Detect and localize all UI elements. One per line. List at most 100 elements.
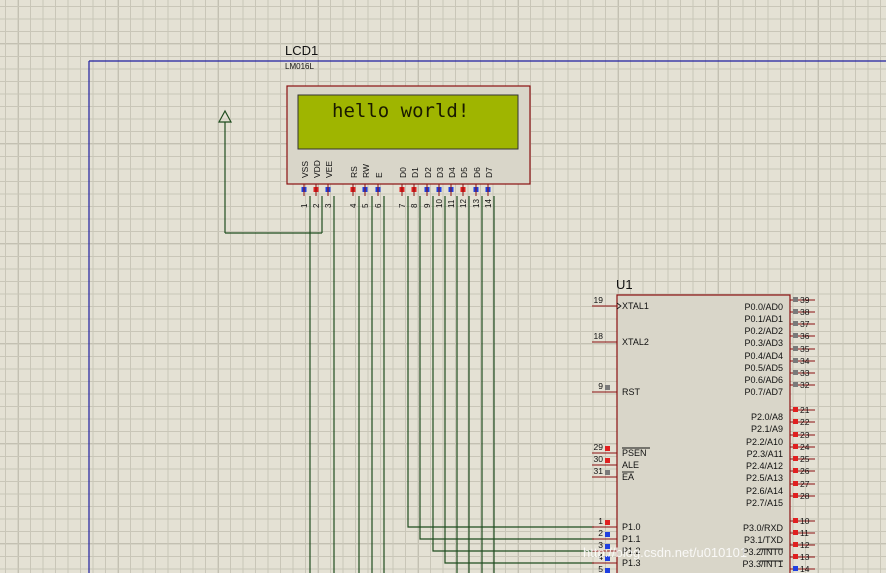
mcu-pin-number: 18 [594,331,604,341]
lcd-pin-label: RS [349,166,359,178]
mcu-pin-marker[interactable] [793,370,798,375]
mcu-pin-number: 23 [800,430,810,440]
mcu-pin-label: P3.0/RXD [743,523,784,533]
mcu-pin-label: P0.2/AD2 [744,326,783,336]
mcu-pin-number: 14 [800,564,810,573]
lcd-component[interactable]: LCD1 LM016L hello world! VSS1VDD2VEE3RS4… [285,43,531,208]
mcu-pin-label: P3.1/TXD [744,535,784,545]
mcu-pin-marker[interactable] [793,358,798,363]
mcu-pin-marker[interactable] [605,458,610,463]
wire [407,196,594,528]
lcd-pin-number: 6 [374,203,383,208]
mcu-pin-label: P0.1/AD1 [744,314,783,324]
lcd-pin-label: E [374,172,384,178]
mcu-left-pins: 19XTAL118XTAL29RST29PSEN30ALE31EA1P1.02P… [592,295,650,573]
mcu-pin-marker[interactable] [605,470,610,475]
mcu-pin-marker[interactable] [793,456,798,461]
mcu-pin-label: P0.5/AD5 [744,363,783,373]
mcu-pin-marker[interactable] [793,518,798,523]
mcu-pin-number: 31 [594,466,604,476]
mcu-pin-number: 35 [800,344,810,354]
mcu-pin-label: P2.1/A9 [751,424,783,434]
mcu-pin-marker[interactable] [793,468,798,473]
mcu-pin-number: 25 [800,454,810,464]
mcu-pin-number: 10 [800,516,810,526]
lcd-pin-label: D5 [459,167,469,178]
mcu-pin-label: P3.2/INT0 [742,547,783,557]
mcu-pin-number: 12 [800,540,810,550]
mcu-pin-label: P0.7/AD7 [744,387,783,397]
mcu-pin-number: 21 [800,405,810,415]
mcu-pin-number: 9 [598,381,603,391]
mcu-pin-marker[interactable] [605,532,610,537]
mcu-pin-marker[interactable] [793,444,798,449]
lcd-pin-number: 14 [484,199,493,208]
mcu-pin-number: 2 [598,528,603,538]
mcu-pin-marker[interactable] [793,407,798,412]
mcu-pin-number: 22 [800,417,810,427]
mcu-pin-marker[interactable] [793,321,798,326]
mcu-pin-number: 29 [594,442,604,452]
mcu-pin-marker[interactable] [793,542,798,547]
mcu-pin-label: P1.3 [622,558,641,568]
mcu-pin-label: RST [622,387,641,397]
mcu-pin-number: 11 [800,528,809,538]
mcu-pin-marker[interactable] [793,554,798,559]
lcd-pin-label: D4 [447,167,457,178]
mcu-pin-marker[interactable] [793,432,798,437]
mcu-pin-label: P1.0 [622,522,641,532]
mcu-pin-label: XTAL2 [622,337,649,347]
mcu-pin-label: XTAL1 [622,301,649,311]
watermark-text: http://blog.csdn.net/u010101 [583,545,747,560]
mcu-pin-marker[interactable] [793,382,798,387]
mcu-pin-label: P2.5/A13 [746,473,783,483]
mcu-pin-marker[interactable] [793,493,798,498]
mcu-pin-marker[interactable] [793,346,798,351]
mcu-pin-marker[interactable] [793,530,798,535]
mcu-pin-marker[interactable] [793,297,798,302]
ground-terminal[interactable] [217,109,323,234]
mcu-pin-number: 36 [800,331,810,341]
mcu-pin-label: P3.3/INT1 [742,559,783,569]
lcd-pin-number: 2 [312,203,321,208]
mcu-pin-marker[interactable] [605,568,610,573]
mcu-pin-label: P2.6/A14 [746,486,783,496]
mcu-pin-label: P0.6/AD6 [744,375,783,385]
lcd-pin-number: 9 [423,203,432,208]
mcu-pin-marker[interactable] [793,566,798,571]
mcu-body [616,294,791,573]
mcu-pin-label: P2.2/A10 [746,437,783,447]
mcu-component[interactable]: U1 19XTAL118XTAL29RST29PSEN30ALE31EA1P1.… [592,277,815,573]
wire [432,196,594,552]
mcu-pin-marker[interactable] [793,333,798,338]
mcu-pin-marker[interactable] [605,520,610,525]
mcu-pin-marker[interactable] [605,556,610,561]
mcu-pin-number: 33 [800,368,810,378]
mcu-pin-number: 1 [598,516,603,526]
mcu-pin-number: 32 [800,380,810,390]
mcu-pin-number: 27 [800,479,810,489]
lcd-ref-label: LCD1 [285,43,318,58]
wire [444,196,594,564]
mcu-pin-label: PSEN [622,448,647,458]
mcu-pin-label: EA [622,472,634,482]
mcu-pin-marker[interactable] [605,446,610,451]
mcu-pin-marker[interactable] [605,544,610,549]
mcu-pin-number: 3 [598,540,603,550]
lcd-pin-group: VSS1VDD2VEE3RS4RW5E6D07D18D29D310D411D51… [300,160,494,208]
lcd-pin-number: 3 [324,203,333,208]
lcd-pin-number: 7 [398,203,407,208]
mcu-pin-marker[interactable] [793,419,798,424]
mcu-pin-label: P2.7/A15 [746,498,783,508]
mcu-pin-marker[interactable] [793,309,798,314]
mcu-pin-label: ALE [622,460,639,470]
mcu-pin-marker[interactable] [605,385,610,390]
mcu-pin-label: P1.1 [622,534,641,544]
lcd-pin-number: 8 [410,203,419,208]
mcu-pin-label: P2.0/A8 [751,412,783,422]
mcu-pin-number: 13 [800,552,810,562]
lcd-pin-number: 4 [349,203,358,208]
mcu-pin-marker[interactable] [793,481,798,486]
mcu-pin-label: P0.4/AD4 [744,351,783,361]
